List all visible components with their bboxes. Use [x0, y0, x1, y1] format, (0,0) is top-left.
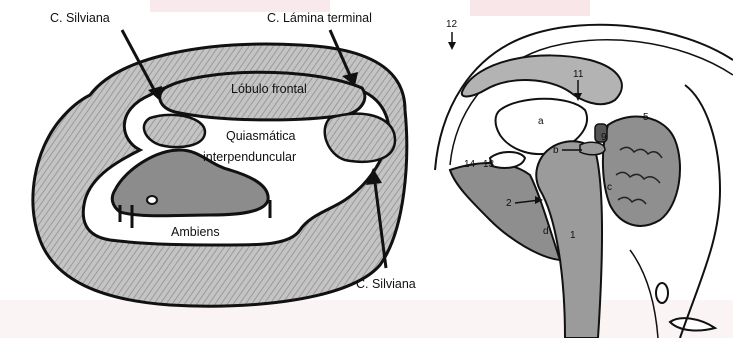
- structure-b: [580, 142, 605, 155]
- sagittal-drawing: 12 11 a 5 9 b 14 13 c 2 d 1: [430, 0, 733, 338]
- cerebellum: [603, 117, 680, 226]
- cisterns-drawing: C. Silviana C. Lámina terminal Lóbulo fr…: [0, 0, 430, 338]
- structure-13: [490, 152, 525, 168]
- label-silviana-bottom: C. Silviana: [356, 277, 416, 291]
- label-silviana-top: C. Silviana: [50, 11, 110, 25]
- vessel-oval: [656, 283, 668, 303]
- right-temporal-bump: [325, 114, 395, 162]
- label-2: 2: [506, 198, 512, 209]
- label-a: a: [538, 116, 544, 127]
- vessel-wedge: [670, 318, 715, 330]
- label-13: 13: [483, 159, 495, 170]
- frontal-lobe: [160, 72, 365, 120]
- label-14: 14: [464, 159, 476, 170]
- label-d: d: [543, 226, 549, 237]
- label-c: c: [607, 182, 612, 193]
- sagittal-section-diagram: 12 11 a 5 9 b 14 13 c 2 d 1: [430, 0, 733, 338]
- label-9: 9: [601, 132, 607, 143]
- left-temporal-bump: [144, 115, 205, 147]
- cisterns-diagram: C. Silviana C. Lámina terminal Lóbulo fr…: [0, 0, 430, 338]
- label-quiasmatica: Quiasmática: [226, 129, 296, 143]
- label-11: 11: [573, 69, 584, 80]
- aqueduct: [147, 196, 157, 204]
- label-lobulo-frontal: Lóbulo frontal: [231, 82, 307, 96]
- label-ambiens: Ambiens: [171, 225, 220, 239]
- label-5: 5: [643, 112, 649, 123]
- corpus-callosum: [462, 55, 622, 104]
- label-12: 12: [446, 19, 458, 30]
- label-b: b: [553, 145, 559, 156]
- label-lamina-terminal: C. Lámina terminal: [267, 11, 372, 25]
- label-interpenduncular: interpenduncular: [203, 150, 296, 164]
- label-1: 1: [570, 230, 576, 241]
